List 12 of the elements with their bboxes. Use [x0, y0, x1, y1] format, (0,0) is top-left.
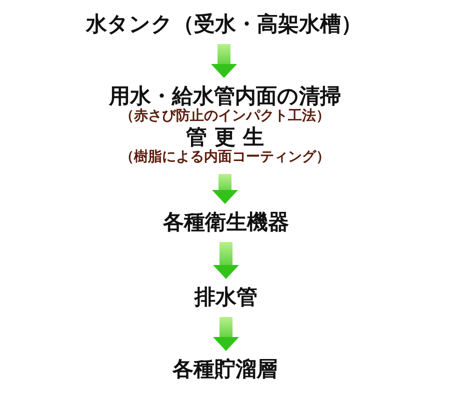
step-label: 管 更 生	[185, 125, 265, 149]
step-label: 用水・給水管内面の清掃	[109, 84, 341, 108]
step-label: 排水管	[194, 285, 258, 309]
down-arrow	[212, 174, 238, 204]
note-text: （樹脂による内面コーティング）	[119, 149, 331, 166]
step-label: 各種衛生機器	[163, 210, 289, 234]
down-arrow	[213, 317, 239, 351]
step-label: 各種貯溜層	[172, 357, 278, 381]
note-text: （赤さび防止のインパクト工法）	[119, 108, 331, 125]
down-arrow	[211, 44, 237, 78]
down-arrow	[213, 242, 239, 279]
step-label: 水タンク（受水・高架水槽）	[86, 12, 362, 36]
